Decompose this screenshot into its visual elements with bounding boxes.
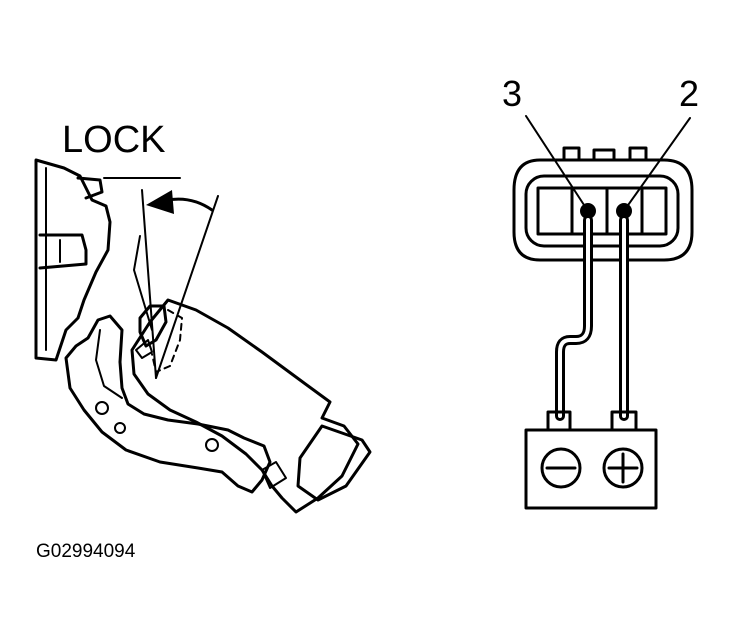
arrow-head-icon (146, 190, 174, 214)
negative-terminal-icon (540, 447, 582, 489)
terminal-3-pin (580, 203, 596, 219)
mount-hole-1 (95, 401, 109, 415)
terminal-2-leader (625, 117, 691, 209)
connector (512, 146, 694, 262)
battery (524, 410, 658, 510)
connector-outer-shell (512, 158, 694, 262)
lock-bracket (34, 158, 181, 362)
connector-cavity (536, 186, 668, 236)
wire-boot (261, 461, 287, 489)
terminal-2-pin (616, 203, 632, 219)
actuator-body (130, 298, 372, 514)
battery-case (524, 428, 658, 510)
connector-test-diagram: 3 2 (502, 73, 699, 510)
mount-hole-2 (114, 422, 126, 434)
negative-lead (558, 218, 590, 418)
lock-knob (133, 235, 183, 373)
figure-code: G02994094 (36, 541, 136, 562)
terminal-3-leader (525, 115, 587, 209)
terminal-2-label: 2 (679, 73, 699, 114)
lock-swing-indicator (141, 189, 219, 379)
test-leads (555, 215, 629, 421)
door-lock-assembly: LOCK (34, 119, 372, 514)
terminal-3-label: 3 (502, 73, 522, 114)
lock-direction-arrow (166, 197, 214, 212)
mount-hole-3 (205, 438, 219, 452)
connector-inner-shell (524, 174, 680, 248)
positive-terminal-icon (602, 447, 644, 489)
lock-label: LOCK (62, 119, 165, 161)
lock-lever (64, 314, 272, 494)
connector-tab-1 (562, 146, 581, 162)
connector-tab-3 (628, 146, 648, 162)
